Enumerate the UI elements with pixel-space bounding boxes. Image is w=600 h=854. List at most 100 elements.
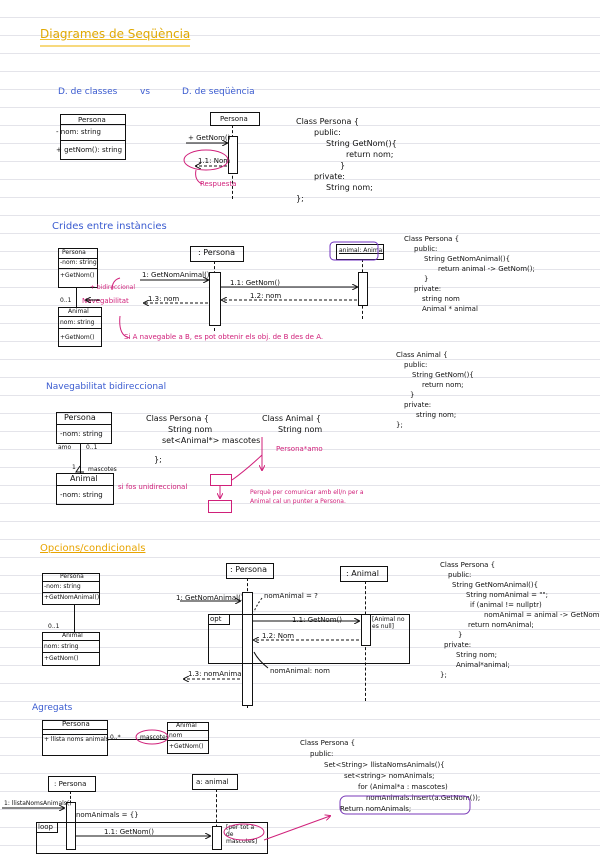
class-name: Animal (176, 722, 197, 729)
class-box-persona (56, 412, 112, 444)
role-label: mascotes (140, 734, 169, 741)
divider (167, 740, 208, 741)
code-line: Set<String> llistaNomsAnimals(){ (324, 761, 445, 769)
class-attr: -nom: string (60, 259, 97, 266)
code-line: private: (444, 641, 472, 649)
activation-bar (228, 136, 238, 174)
code-line: public: (404, 361, 428, 369)
divider (60, 124, 125, 125)
multiplicity: 0..1 (86, 444, 98, 451)
message-label: 1.1: GetNom() (104, 828, 154, 836)
pointer-connector (231, 454, 263, 481)
highlight-circle (135, 729, 169, 745)
lifeline-head-animal (192, 774, 238, 790)
code-line: String nom (278, 425, 323, 434)
code-line: Class Persona { (404, 235, 460, 243)
class-name: Persona (62, 249, 86, 256)
class-name: Animal (70, 474, 98, 483)
code-line: Class Persona { (146, 414, 210, 423)
divider (42, 640, 99, 641)
code-line: String GetNom(){ (326, 139, 397, 148)
code-line: } (410, 391, 415, 399)
code-line: public: (448, 571, 472, 579)
memory-box (208, 500, 232, 513)
code-block: Class Animal { String nom (262, 413, 322, 435)
role-label: Navegabilitat (82, 297, 129, 305)
divider (58, 258, 97, 259)
code-line: string nom (422, 295, 460, 303)
code-line: String nom; (456, 651, 498, 659)
class-attr: -nom: string (60, 430, 103, 438)
class-name: Animal (68, 308, 89, 315)
lifeline-head-persona (48, 776, 96, 792)
code-line: set<string> nomAnimals; (344, 772, 435, 780)
section-heading: Navegabilitat bidireccional (46, 382, 167, 392)
opt-guard: [Animal no es null] (372, 616, 405, 630)
code-line: } (424, 275, 429, 283)
code-line: return nom; (422, 381, 464, 389)
loop-tag (36, 822, 58, 833)
code-line: }; (440, 671, 447, 679)
code-line: set<Animal*> mascotes (162, 436, 261, 445)
divider (56, 424, 111, 425)
code-line: nomAnimal = animal -> GetNom(); (484, 611, 600, 619)
code-line: string nom; (416, 411, 457, 419)
lifeline-label: : Persona (54, 780, 87, 788)
code-line: Animal*animal; (456, 661, 510, 669)
class-name: Persona (60, 573, 84, 580)
message-label: 1.1: GetNom() (230, 279, 280, 287)
code-line: for (Animal*a : mascotes) (358, 783, 448, 791)
divider (60, 140, 125, 141)
code-block: Class Persona { public: String GetNomAni… (440, 560, 600, 680)
nav-note-connector (111, 277, 121, 291)
link-arrow (263, 816, 330, 841)
lifeline-label: Persona (220, 115, 248, 123)
lifeline-label: a: animal (196, 778, 229, 786)
code-line: public: (414, 245, 438, 253)
return-label: 1.3: nomAnimal (188, 670, 244, 678)
unidirectional-note: si fos unidireccional (118, 483, 188, 491)
code-line: String nomAnimal = ""; (466, 591, 548, 599)
divider (167, 730, 208, 731)
activation-bar (209, 272, 221, 326)
class-box-animal (58, 307, 102, 347)
code-line: return nomAnimal; (468, 621, 534, 629)
opt-tag (208, 614, 230, 625)
assign-connector (253, 651, 269, 669)
divider (42, 729, 107, 730)
class-box-persona (42, 573, 100, 605)
class-attr: nom (169, 732, 183, 739)
assignment-label: nomAnimal: nom (270, 667, 330, 675)
highlight-circle (223, 823, 265, 841)
header-vs: vs (140, 87, 151, 97)
divider (42, 652, 99, 653)
code-line: Class Animal { (262, 414, 321, 423)
multiplicity: 0..* (110, 734, 121, 741)
opt-fragment (208, 614, 410, 664)
header-sequence: D. de seqüència (182, 87, 255, 97)
section-heading: Agregats (32, 703, 73, 713)
note-connector (195, 169, 203, 185)
code-line: } (340, 161, 346, 170)
message-label: + GetNom() (188, 134, 231, 142)
lifeline-head-animal (340, 566, 388, 582)
code-line: Class Persona { (296, 117, 360, 126)
code-line: public: (310, 750, 334, 758)
class-attr: nom: string (44, 643, 79, 650)
lifeline-label: : Animal (346, 569, 379, 578)
activation-bar (358, 272, 368, 306)
message-label: 1: GetNomAnimal() (142, 271, 210, 279)
class-method: +GetNomAnimal() (44, 594, 100, 601)
return-label: 1.3: nom (148, 295, 180, 303)
activation-bar (242, 592, 253, 706)
code-line: Class Animal { (396, 351, 448, 359)
code-line: private: (404, 401, 432, 409)
lifeline-head-persona (226, 563, 274, 579)
return-label: 1.2: Nom (262, 632, 295, 640)
class-name: Persona (78, 116, 106, 124)
loop-label: loop (38, 823, 53, 831)
code-line: String nom; (326, 183, 373, 192)
code-line: public: (314, 128, 341, 137)
class-attr: -nom: string (60, 491, 103, 499)
